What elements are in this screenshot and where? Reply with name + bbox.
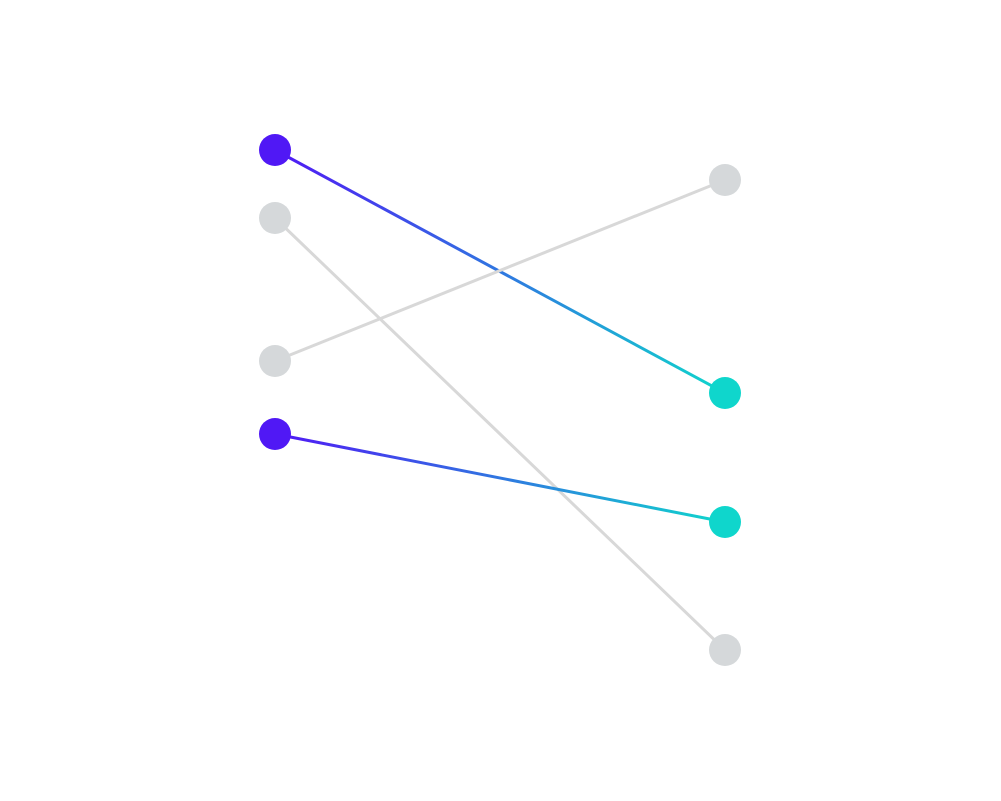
connection-nodes	[259, 134, 741, 666]
right-node-3-highlighted	[709, 506, 741, 538]
left-node-1-highlighted	[259, 134, 291, 166]
right-node-2-highlighted	[709, 377, 741, 409]
connection-line-l2-r4	[273, 216, 727, 652]
connection-line-l4-r3-highlighted	[273, 432, 727, 524]
left-node-4-highlighted	[259, 418, 291, 450]
right-node-4	[709, 634, 741, 666]
left-node-2	[259, 202, 291, 234]
connection-lines	[273, 148, 727, 652]
left-node-3	[259, 345, 291, 377]
connection-line-l3-r1	[273, 178, 727, 363]
right-node-1	[709, 164, 741, 196]
